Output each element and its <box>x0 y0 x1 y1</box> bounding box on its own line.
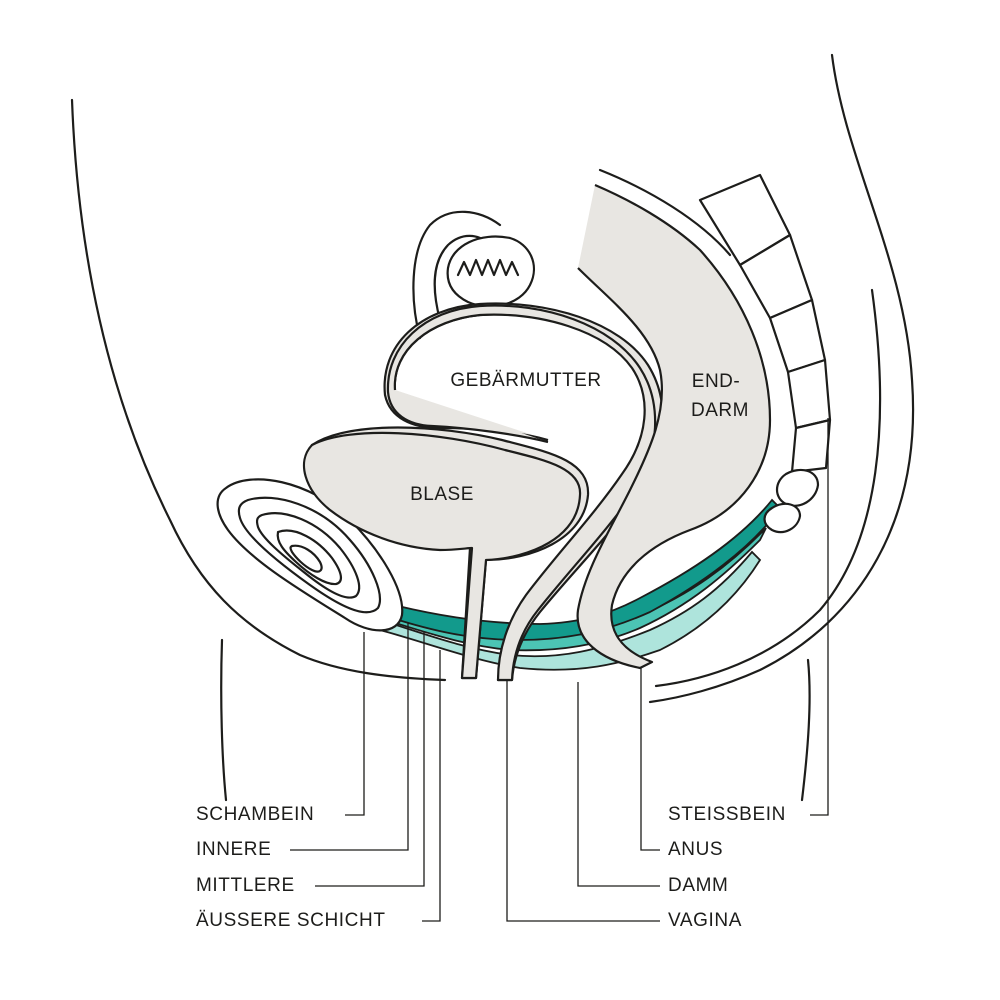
ovary <box>446 235 535 308</box>
ovary-fimbriae <box>456 258 520 277</box>
label-coccyx: STEISSBEIN <box>668 804 786 825</box>
pubic-bone-ring-1 <box>237 496 381 614</box>
thigh-back-outline <box>800 658 811 802</box>
uterus-body <box>386 304 657 682</box>
coccyx-vertebra-3 <box>763 502 802 534</box>
fallopian-tube <box>412 210 502 340</box>
buttock-outline <box>654 288 882 688</box>
uterus-label: GEBÄRMUTTER <box>450 370 601 391</box>
label-outer-layer: ÄUSSERE SCHICHT <box>196 910 386 931</box>
leader-middle-layer <box>315 632 425 887</box>
coccyx-vertebra-2 <box>775 468 820 507</box>
rectum-label-line-1: END- <box>692 371 740 392</box>
leader-inner-layer <box>290 622 409 851</box>
label-middle-layer: MITTLERE <box>196 875 295 896</box>
pubic-bone-ring-3 <box>276 529 342 586</box>
leader-outer-layer <box>422 650 441 922</box>
fallopian-tube-inner <box>433 234 492 322</box>
leader-vagina <box>506 680 660 922</box>
leader-coccyx <box>810 418 829 816</box>
pubic-bone-ring-4 <box>289 544 323 573</box>
rectum <box>576 183 772 670</box>
leader-perineum <box>577 682 660 887</box>
label-perineum: DAMM <box>668 875 729 896</box>
sacrum-vertebra-4 <box>786 358 832 430</box>
label-inner-layer: INNERE <box>196 839 272 860</box>
thigh-front-outline <box>220 638 228 802</box>
bladder-body <box>303 431 582 680</box>
coccyx-vertebra-1 <box>790 418 832 474</box>
body-back-outline <box>648 53 915 704</box>
label-anus: ANUS <box>668 839 724 860</box>
body-front-outline <box>70 98 447 682</box>
leader-anus <box>640 668 660 851</box>
label-pubic-bone: SCHAMBEIN <box>196 804 315 825</box>
rectum-label-line-2: DARM <box>691 400 749 421</box>
label-vagina: VAGINA <box>668 910 742 931</box>
pubic-bone-ring-2 <box>255 512 361 599</box>
bladder-label: BLASE <box>410 484 474 505</box>
rectum-inner-wall <box>598 168 732 257</box>
leader-pubic-bone <box>345 632 365 816</box>
